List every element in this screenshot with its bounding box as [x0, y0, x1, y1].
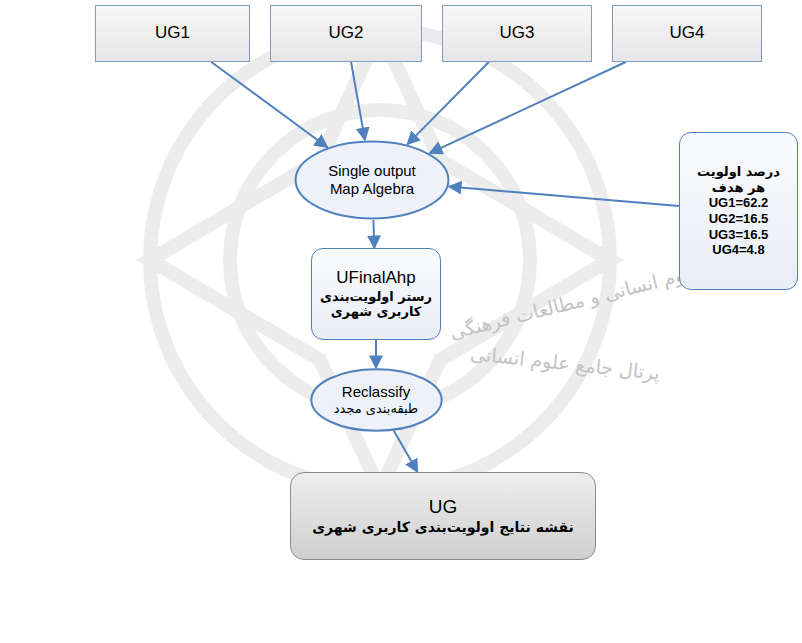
process-ellipse: Single output Map Algebra [294, 140, 450, 220]
flow-arrow [430, 62, 626, 153]
node-subtitle: UG4=4.8 [712, 242, 764, 258]
process-box: UG2 [270, 5, 422, 62]
node-title: Reclassify [342, 383, 410, 401]
flow-arrow [211, 62, 327, 147]
watermark-text: پرتال جامع علوم انسانی [469, 342, 660, 384]
process-box: UG1 [95, 5, 250, 62]
node-title: UG4 [670, 23, 705, 43]
node-title: UG [429, 496, 458, 519]
process-box: UFinalAhpرستر اولویت‌بندی کاربری شهری [311, 248, 441, 340]
process-box: UGنقشه نتایج اولویت‌بندی کاربری شهری [290, 472, 596, 560]
flow-arrow [407, 62, 488, 144]
flow-arrow [449, 187, 679, 206]
process-ellipse: Reclassifyطبقه‌بندی مجدد [310, 368, 443, 432]
node-title: UG1 [155, 23, 190, 43]
process-box: UG3 [442, 5, 592, 62]
node-title: UFinalAhp [336, 268, 415, 288]
flow-arrow [375, 340, 377, 368]
node-subtitle: UG3=16.5 [709, 227, 769, 243]
flow-arrow [394, 431, 418, 472]
node-subtitle: طبقه‌بندی مجدد [334, 401, 418, 417]
node-subtitle: UG1=62.2 [709, 195, 769, 211]
flow-arrow [372, 220, 375, 248]
node-subtitle: UG2=16.5 [709, 211, 769, 227]
node-title: درصد اولویت هر هدف [688, 164, 789, 195]
process-box: درصد اولویت هر هدفUG1=62.2UG2=16.5UG3=16… [679, 132, 798, 290]
flow-arrow [351, 62, 365, 140]
node-title: Single output Map Algebra [328, 162, 416, 198]
node-subtitle: رستر اولویت‌بندی کاربری شهری [320, 289, 432, 320]
node-title: UG2 [329, 23, 364, 43]
node-title: UG3 [500, 23, 535, 43]
node-subtitle: نقشه نتایج اولویت‌بندی کاربری شهری [312, 519, 573, 536]
process-box: UG4 [612, 5, 762, 62]
